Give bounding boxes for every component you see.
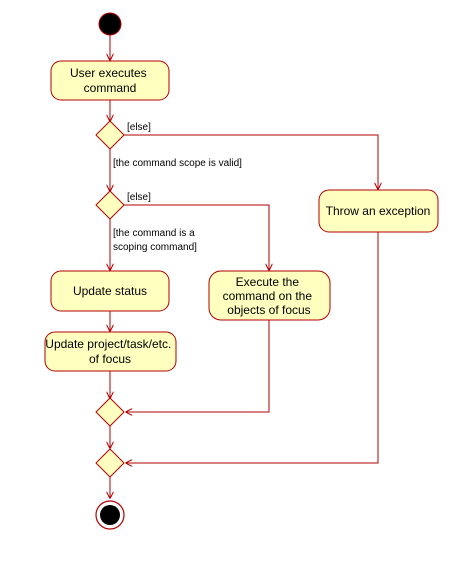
decision-command-scope: [95, 120, 125, 150]
action-update-focus: Update project/task/etc. of focus: [45, 337, 174, 366]
action-update-focus-box: [44, 331, 177, 372]
action-execute-command-line-3: objects of focus: [227, 303, 310, 317]
edge-decision-1-else-to-exception: [124, 134, 378, 189]
action-throw-exception-line-1: Throw an exception: [326, 204, 431, 218]
edges: [110, 35, 378, 498]
action-update-status: Update status: [73, 284, 147, 298]
action-update-focus-line-2: of focus: [89, 352, 131, 366]
action-execute-command-box: [208, 270, 331, 321]
edge-execute-to-merge-1: [126, 320, 270, 412]
action-execute-command-line-1: Execute the: [236, 275, 300, 289]
guard-scope-valid: [the command scope is valid]: [113, 158, 242, 169]
guard-scoping-command: [the command is a scoping command]: [113, 228, 198, 253]
action-execute-command-line-2: command on the: [223, 289, 313, 303]
guard-scoping-command-line-1: [the command is a: [113, 228, 195, 239]
action-user-executes-command: User executes command: [70, 66, 150, 95]
action-user-executes-line-2: command: [84, 81, 137, 95]
action-update-status-line-1: Update status: [73, 284, 147, 298]
merge-node-1: [95, 397, 125, 427]
final-node: [95, 500, 125, 530]
action-throw-exception: Throw an exception: [326, 204, 431, 218]
decision-scoping-command: [95, 190, 125, 220]
action-update-status-box: [50, 270, 170, 312]
guard-else-1: [else]: [127, 122, 151, 133]
edge-exception-to-merge-2: [126, 232, 379, 463]
edge-decision-2-else-to-execute: [124, 204, 269, 270]
action-execute-command: Execute the command on the objects of fo…: [223, 275, 316, 317]
action-user-executes-line-1: User executes: [70, 66, 147, 80]
action-user-executes-command-box: [50, 60, 170, 101]
initial-node: [98, 12, 122, 36]
guard-scoping-command-line-2: scoping command]: [113, 242, 197, 253]
guard-else-2: [else]: [127, 192, 151, 203]
merge-node-2: [95, 448, 125, 478]
action-update-focus-line-1: Update project/task/etc.: [45, 337, 171, 351]
action-throw-exception-box: [318, 189, 439, 233]
